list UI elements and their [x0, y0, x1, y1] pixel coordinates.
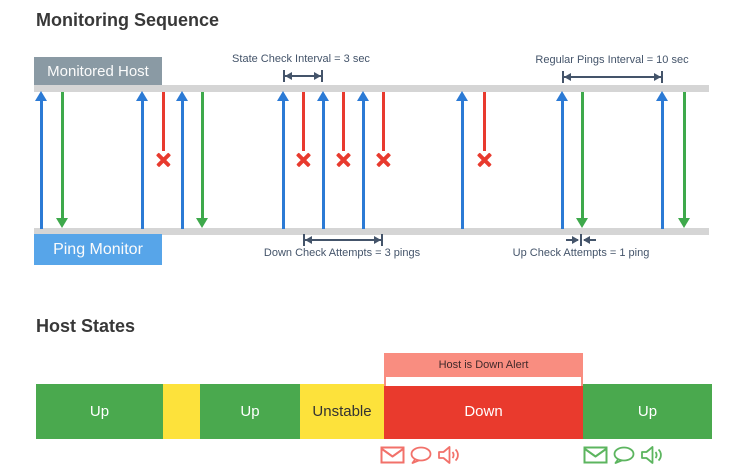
regular-pings-interval-measure-arrow	[562, 71, 663, 83]
state-up-3: Up	[583, 384, 712, 439]
state-up-1: Up	[36, 384, 163, 439]
down-notification-icons	[380, 446, 461, 464]
sound-icon	[641, 446, 662, 464]
down-check-attempts-label: Down Check Attempts = 3 pings	[263, 247, 421, 259]
up-check-attempts-label: Up Check Attempts = 1 ping	[512, 247, 650, 259]
state-check-interval-measure-arrow	[283, 70, 323, 82]
state-up-2: Up	[200, 384, 300, 439]
state-check-interval-label: State Check Interval = 3 sec	[232, 53, 370, 65]
ping-monitor-label: Ping Monitor	[34, 234, 162, 265]
state-unstable-short	[163, 384, 200, 439]
host-down-alert: Host is Down Alert	[384, 353, 583, 386]
monitor-timeline-bar	[34, 228, 709, 235]
state-unstable: Unstable	[300, 384, 384, 439]
sequence-title: Monitoring Sequence	[36, 10, 220, 30]
regular-pings-interval-label: Regular Pings Interval = 10 sec	[535, 54, 689, 66]
sequence-arrows-layer	[0, 0, 744, 270]
monitored-host-label: Monitored Host	[34, 57, 162, 85]
host-timeline-bar	[34, 85, 709, 92]
host-down-alert-label: Host is Down Alert	[384, 353, 583, 377]
host-down-alert-bracket	[384, 377, 583, 386]
up-notification-icons	[583, 446, 664, 464]
down-check-attempts-measure-arrow	[303, 234, 383, 246]
chat-icon	[410, 446, 432, 464]
chat-icon	[613, 446, 635, 464]
sound-icon	[438, 446, 459, 464]
state-down: Down	[384, 384, 583, 439]
host-states-title: Host States	[36, 316, 136, 336]
email-icon	[583, 446, 608, 464]
up-check-attempts-measure-arrow	[566, 234, 596, 246]
annotations-layer: State Check Interval = 3 sec Regular Ping…	[232, 53, 689, 259]
email-icon	[380, 446, 405, 464]
